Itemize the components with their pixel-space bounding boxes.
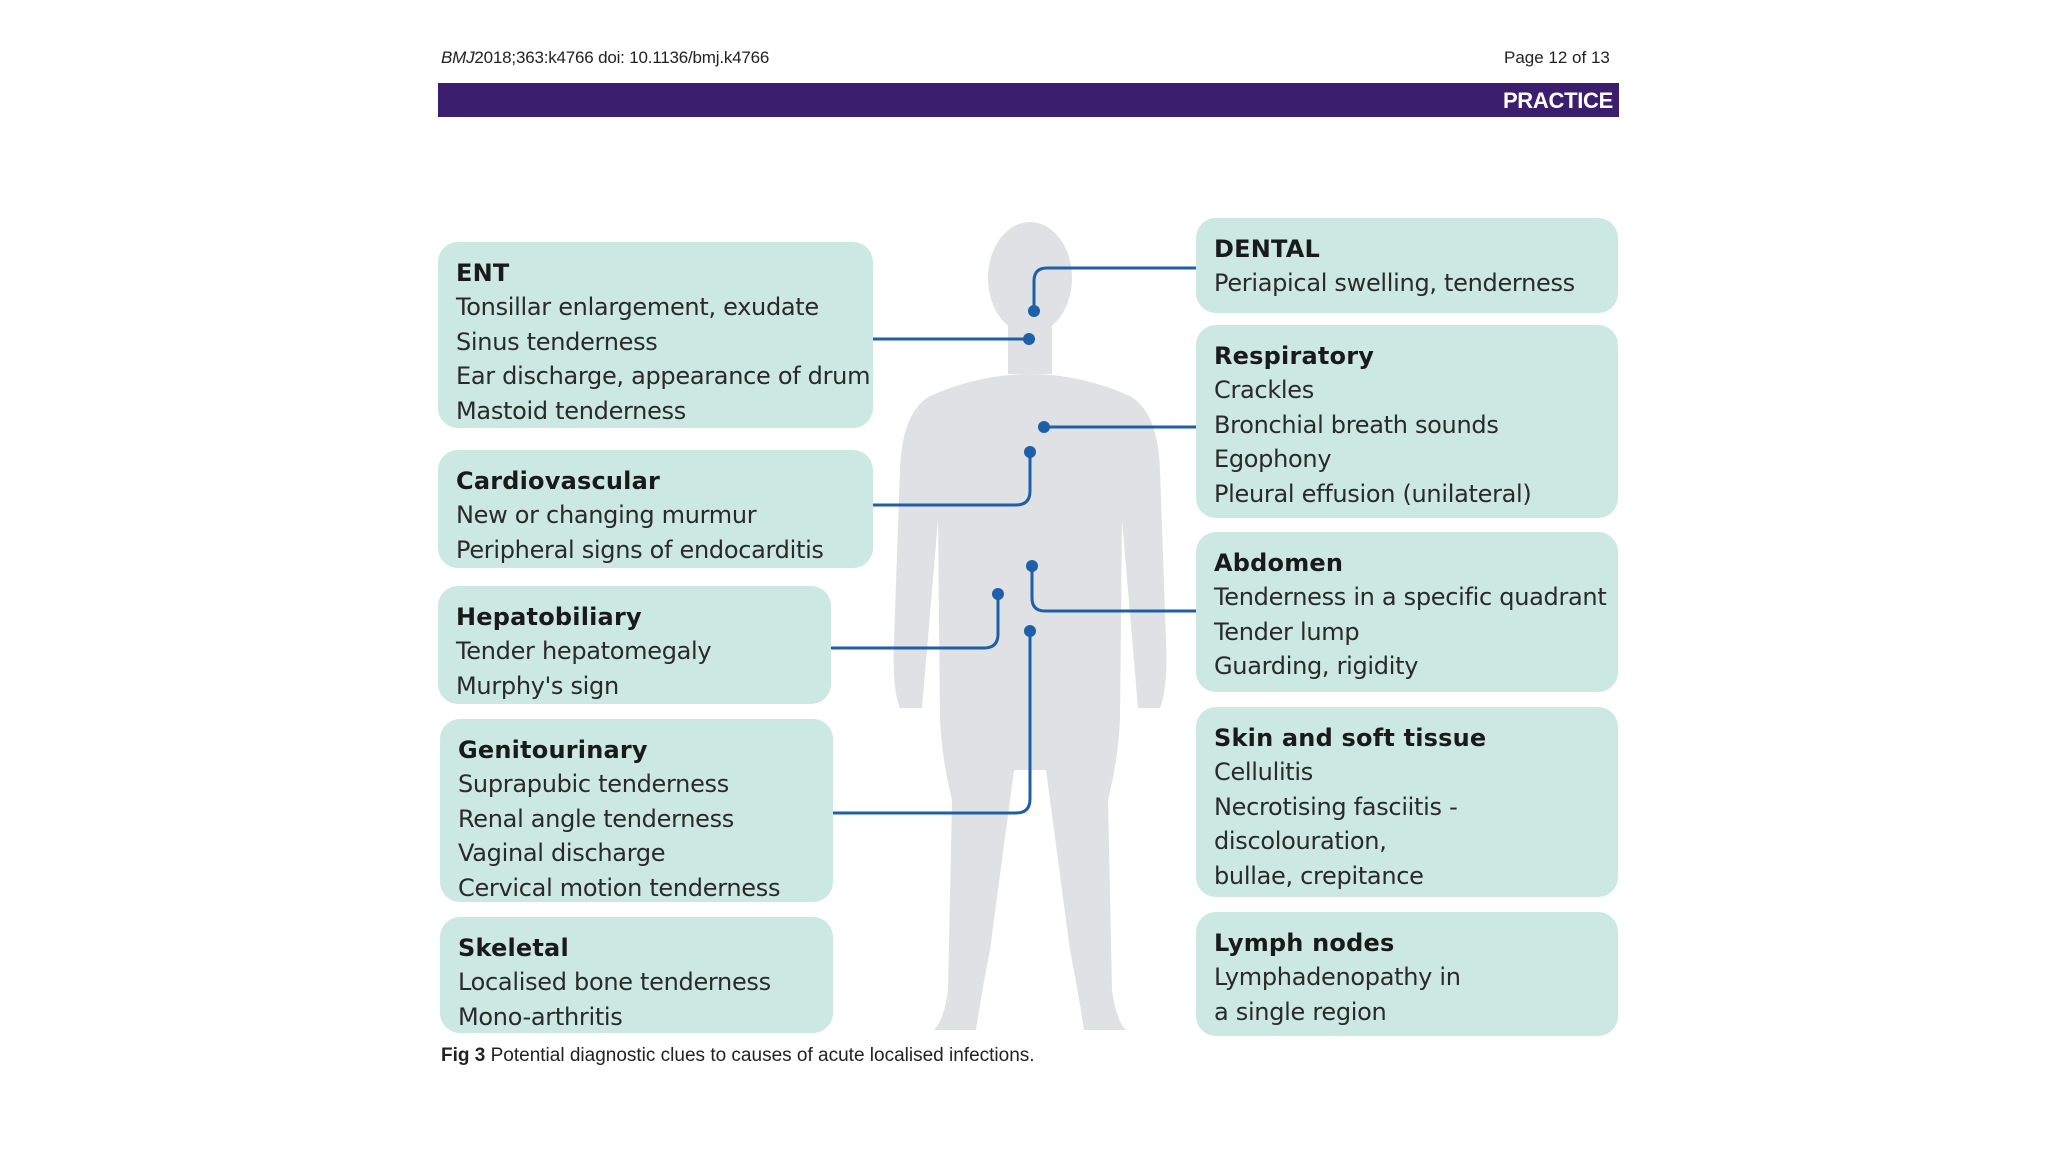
- caption-label: Fig 3: [441, 1045, 486, 1066]
- box-lymph-nodes: Lymph nodes Lymphadenopathy in a single …: [1196, 912, 1618, 1036]
- box-title: Skin and soft tissue: [1214, 724, 1487, 752]
- box-ent: ENT Tonsillar enlargement, exudate Sinus…: [438, 242, 873, 428]
- box-title: ENT: [456, 259, 510, 287]
- box-line: bullae, crepitance: [1214, 861, 1424, 890]
- box-line: Vaginal discharge: [458, 839, 666, 867]
- box-abdomen: Abdomen Tenderness in a specific quadran…: [1196, 532, 1618, 692]
- box-title: Hepatobiliary: [456, 603, 642, 631]
- box-line: Localised bone tenderness: [458, 968, 771, 996]
- box-line: Egophony: [1214, 445, 1332, 473]
- connector-hepatobiliary: [831, 594, 1000, 650]
- box-line: Periapical swelling, tenderness: [1214, 269, 1575, 297]
- box-title: Respiratory: [1214, 342, 1375, 370]
- box-line: Guarding, rigidity: [1214, 652, 1419, 680]
- box-line: Mastoid tenderness: [456, 396, 686, 425]
- caption-text: Potential diagnostic clues to causes of …: [490, 1045, 1035, 1066]
- box-line: Suprapubic tenderness: [458, 770, 729, 798]
- box-line: discolouration,: [1214, 827, 1387, 855]
- box-line: a single region: [1214, 997, 1387, 1026]
- connector-abdomen: [1030, 566, 1196, 613]
- box-title: Lymph nodes: [1214, 929, 1395, 957]
- citation-header: BMJ2018;363:k4766 doi: 10.1136/bmj.k4766: [441, 48, 769, 68]
- box-hepatobiliary: Hepatobiliary Tender hepatomegaly Murphy…: [438, 586, 831, 704]
- figure-caption: Fig 3 Potential diagnostic clues to caus…: [441, 1045, 1035, 1067]
- connector-dots: [992, 305, 1050, 637]
- box-line: Tender hepatomegaly: [456, 637, 712, 665]
- box-title: DENTAL: [1214, 235, 1320, 263]
- box-title: Skeletal: [458, 934, 569, 962]
- box-line: Tender lump: [1214, 617, 1360, 646]
- box-line: Cervical motion tenderness: [458, 873, 781, 902]
- connector-lines: [831, 266, 1196, 815]
- connector-dental: [1032, 266, 1196, 311]
- box-line: Cellulitis: [1214, 758, 1313, 786]
- box-line: Sinus tenderness: [456, 327, 658, 356]
- box-line: Renal angle tenderness: [458, 804, 735, 833]
- box-respiratory: Respiratory Crackles Bronchial breath so…: [1196, 325, 1618, 518]
- box-line: Bronchial breath sounds: [1214, 410, 1499, 439]
- box-dental: DENTAL Periapical swelling, tenderness: [1196, 218, 1618, 313]
- box-line: Peripheral signs of endocarditis: [456, 535, 824, 564]
- box-title: Cardiovascular: [456, 467, 661, 495]
- section-band: PRACTICE: [438, 83, 1619, 117]
- box-title: Abdomen: [1214, 549, 1344, 577]
- citation-text: 2018;363:k4766 doi: 10.1136/bmj.k4766: [474, 48, 770, 67]
- box-line: Tonsillar enlargement, exudate: [456, 293, 819, 321]
- box-line: Necrotising fasciitis -: [1214, 792, 1458, 821]
- page-number: Page 12 of 13: [1504, 48, 1610, 67]
- connector-cardiovascular: [873, 452, 1032, 507]
- box-line: Crackles: [1214, 376, 1314, 404]
- box-genitourinary: Genitourinary Suprapubic tenderness Rena…: [440, 719, 833, 902]
- journal-name: BMJ: [441, 48, 475, 67]
- box-line: Pleural effusion (unilateral): [1214, 479, 1532, 508]
- box-line: Murphy's sign: [456, 671, 619, 700]
- section-label: PRACTICE: [1502, 88, 1613, 113]
- box-cardiovascular: Cardiovascular New or changing murmur Pe…: [438, 450, 873, 568]
- box-line: Ear discharge, appearance of drum: [456, 362, 871, 390]
- connector-genitourinary: [833, 631, 1032, 815]
- box-line: Lymphadenopathy in: [1214, 963, 1461, 991]
- box-line: New or changing murmur: [456, 501, 757, 529]
- box-title: Genitourinary: [458, 736, 648, 764]
- box-line: Mono-arthritis: [458, 1002, 623, 1031]
- box-skeletal: Skeletal Localised bone tenderness Mono-…: [440, 917, 833, 1033]
- box-skin-soft-tissue: Skin and soft tissue Cellulitis Necrotis…: [1196, 707, 1618, 897]
- box-line: Tenderness in a specific quadrant: [1214, 583, 1607, 611]
